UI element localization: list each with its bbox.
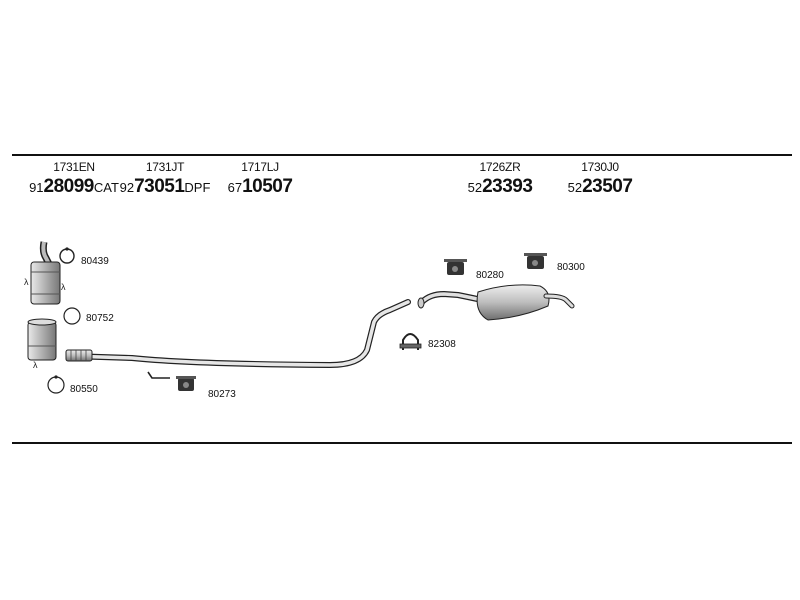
rubber-hanger-80280 — [444, 259, 467, 275]
accessory-label-80273: 80273 — [208, 389, 236, 400]
accessory-label-80439: 80439 — [81, 256, 109, 267]
part-header-cat: 1731EN 9128099CAT — [14, 160, 134, 198]
part-header-mid-pipe: 1717LJ 6710507 — [210, 160, 310, 198]
part-number: 9273051DPF — [119, 176, 211, 197]
svg-text:λ: λ — [24, 277, 29, 287]
accessory-label-80550: 80550 — [70, 384, 98, 395]
part-header-rear-silencer: 1730J0 5223507 — [550, 160, 650, 198]
accessory-label-80752: 80752 — [86, 313, 114, 324]
part-ref: 1731JT — [145, 160, 185, 174]
clamp-ring-80439 — [59, 247, 75, 264]
svg-text:λ: λ — [61, 282, 66, 292]
rubber-hanger-80273 — [176, 376, 196, 391]
part-header-dpf: 1731JT 9273051DPF — [110, 160, 220, 198]
bottom-rule — [12, 442, 792, 444]
accessory-label-80280: 80280 — [476, 270, 504, 281]
rear-silencer — [417, 284, 575, 321]
rubber-hanger-80300 — [524, 253, 547, 269]
part-header-rear-pipe: 1726ZR 5223393 — [450, 160, 550, 198]
accessory-label-82308: 82308 — [428, 339, 456, 350]
catalytic-converter: λ λ — [24, 241, 66, 305]
u-bolt-clamp-82308 — [399, 333, 422, 350]
part-ref: 1731EN — [53, 160, 95, 174]
mid-pipe — [65, 299, 411, 379]
part-ref: 1730J0 — [581, 160, 619, 174]
part-number: 6710507 — [227, 176, 293, 197]
svg-text:λ: λ — [33, 360, 38, 370]
part-number: 5223393 — [467, 176, 533, 197]
part-ref: 1717LJ — [241, 160, 279, 174]
top-rule — [12, 154, 792, 156]
clamp-ring-80752 — [63, 307, 81, 325]
part-ref: 1726ZR — [479, 160, 521, 174]
part-number: 5223507 — [567, 176, 633, 197]
part-number: 9128099CAT — [29, 176, 119, 197]
clamp-ring-80550 — [47, 375, 65, 394]
dpf-filter: λ — [27, 318, 57, 370]
accessory-label-80300: 80300 — [557, 262, 585, 273]
